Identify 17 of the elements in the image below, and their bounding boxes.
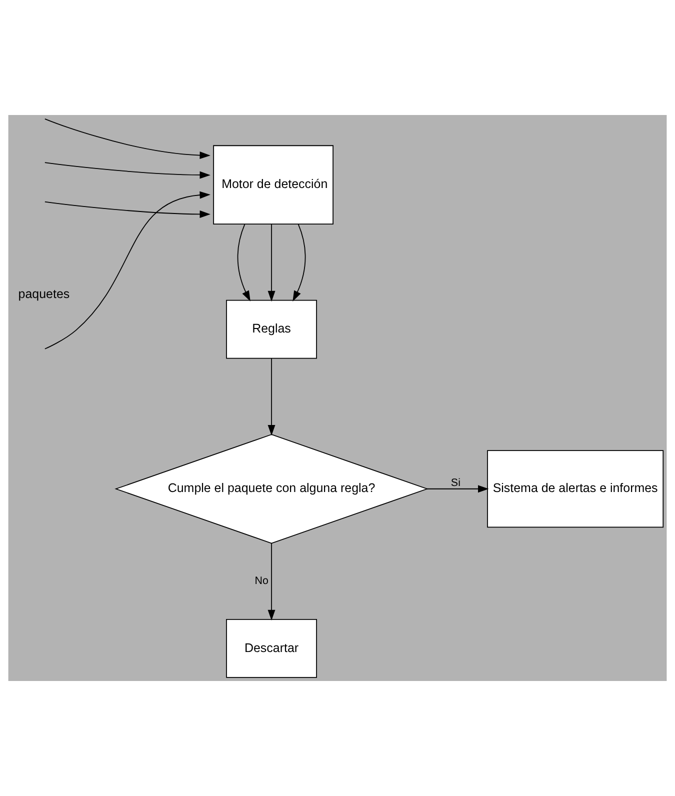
- arrow: [426, 485, 489, 493]
- arrow: [44, 162, 210, 179]
- node-box: Reglas: [226, 300, 317, 359]
- node-box: Descartar: [226, 619, 317, 678]
- edge-label: Si: [450, 476, 460, 489]
- arrow: [44, 118, 210, 159]
- label: paquetes: [18, 286, 70, 301]
- arrow: [44, 201, 210, 218]
- arrow: [292, 224, 306, 302]
- arrow: [268, 543, 276, 621]
- arrow: [237, 224, 250, 302]
- node-diamond: Cumple el paquete con alguna regla?: [114, 434, 428, 544]
- edge-label: No: [254, 575, 268, 588]
- arrow: [268, 224, 276, 302]
- arrow: [44, 191, 210, 350]
- arrow: [268, 358, 276, 436]
- node-box: Sistema de alertas e informes: [487, 450, 664, 528]
